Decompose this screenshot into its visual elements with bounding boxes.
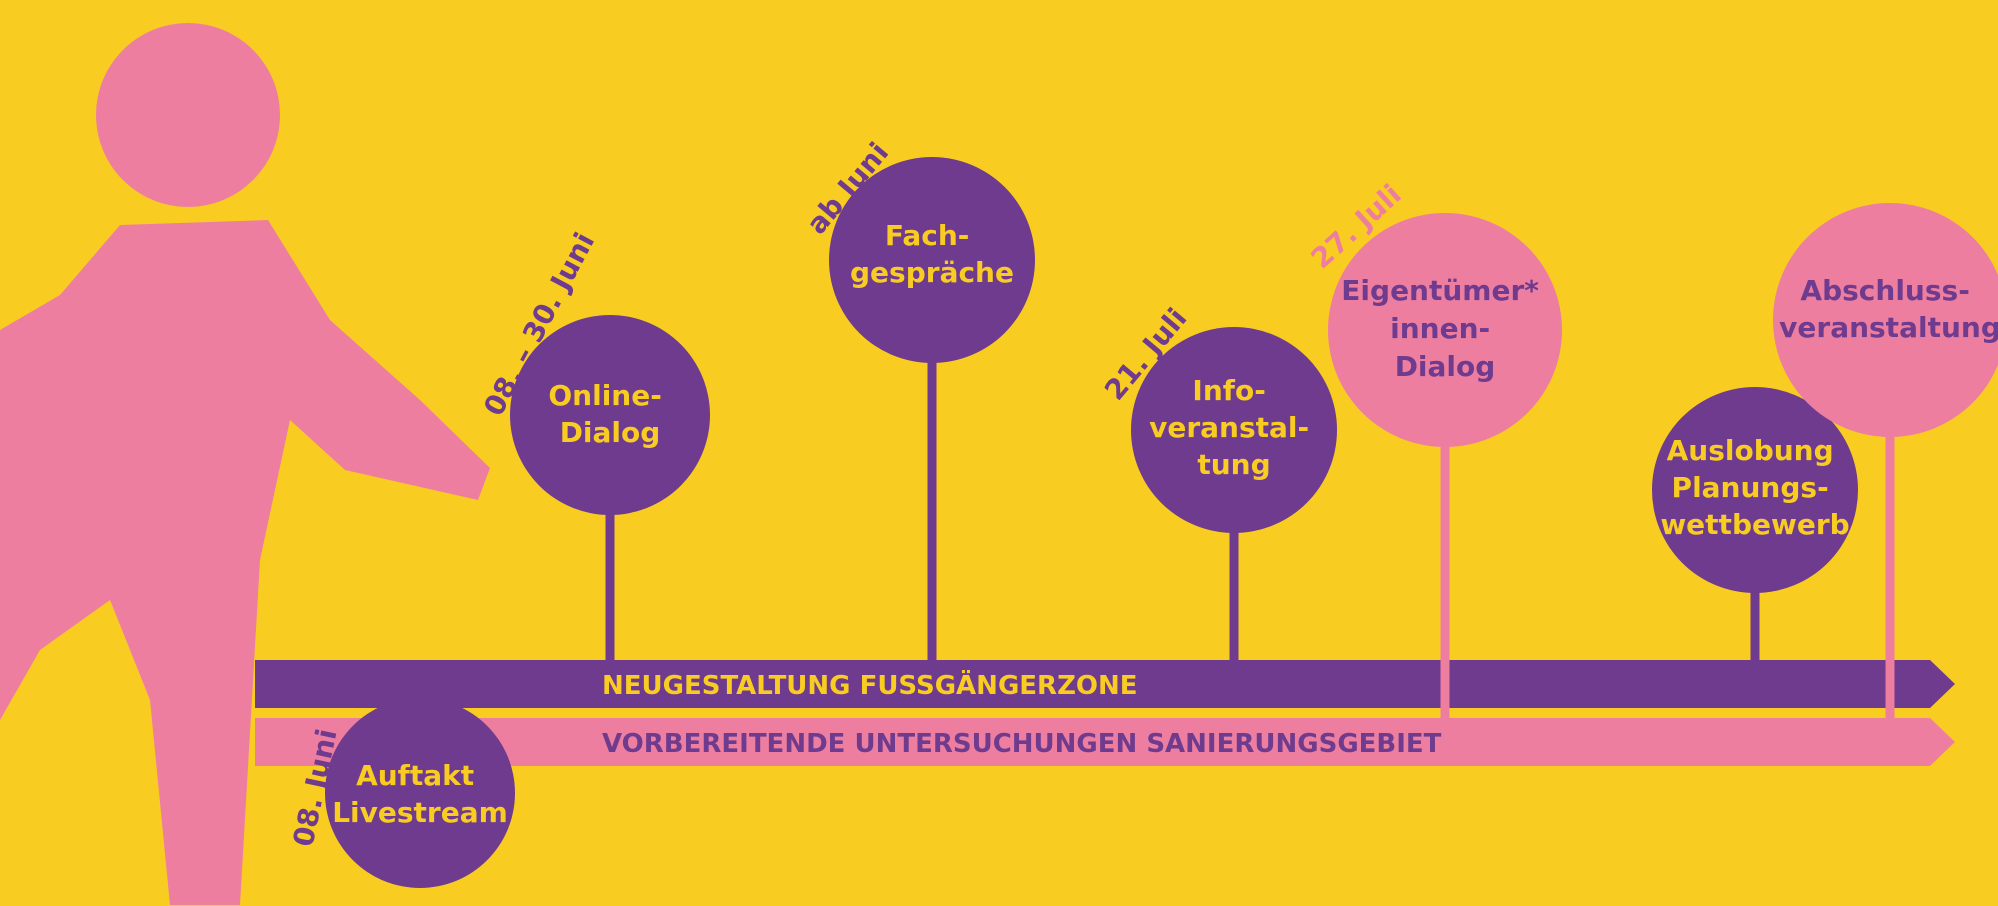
milestone-line: gespräche [850,256,1014,289]
milestone-line: wettbewerb [1660,508,1849,541]
track-main: NEUGESTALTUNG FUSSGÄNGERZONE [255,660,1955,708]
track-main-label: NEUGESTALTUNG FUSSGÄNGERZONE [602,669,1138,701]
milestone-line: Dialog [560,416,661,449]
milestone-line: innen- [1390,312,1490,345]
milestone-line: Auslobung [1667,434,1834,467]
track-secondary: VORBEREITENDE UNTERSUCHUNGEN SANIERUNGSG… [255,718,1955,766]
milestone-line: Fach- [885,219,970,252]
milestone-line: Auftakt [356,759,474,792]
milestone-infoveranstaltung: Info- veranstal- tung 21. Juli [1098,302,1337,533]
milestone-eigentuemer-label: Eigentümer* innen- Dialog [1341,274,1548,383]
milestone-fachgespraeche: Fach- gespräche ab Juni [800,136,1035,363]
milestone-eigentuemer-dialog: Eigentümer* innen- Dialog 27. Juli [1305,178,1562,447]
milestone-line: Info- [1192,374,1265,407]
milestone-line: Online- [548,379,661,412]
milestone-line: veranstaltung [1779,311,1998,344]
milestone-line: Livestream [332,796,508,829]
stems-pink [1440,400,1895,718]
milestone-online-dialog: Online- Dialog 08. – 30. Juni [477,227,710,515]
milestone-fachgespraeche-label: Fach- gespräche [850,219,1014,289]
milestone-line: Dialog [1395,350,1496,383]
milestone-auslobung-label: Auslobung Planungs- wettbewerb [1660,434,1849,541]
milestone-auftakt: Auftakt Livestream 08. Juni [287,698,515,888]
milestone-line: Eigentümer* [1341,274,1539,307]
milestone-auslobung: Auslobung Planungs- wettbewerb [1652,387,1858,593]
milestone-infoveranstaltung-label: Info- veranstal- tung [1149,374,1319,481]
milestone-abschluss: Abschluss- veranstaltung [1773,203,1998,437]
milestone-auftakt-label: Auftakt Livestream [332,759,508,829]
milestone-abschluss-label: Abschluss- veranstaltung [1779,274,1998,344]
milestone-line: tung [1197,448,1270,481]
milestone-line: veranstal- [1149,411,1309,444]
milestone-online-dialog-label: Online- Dialog [548,379,671,449]
track-secondary-label: VORBEREITENDE UNTERSUCHUNGEN SANIERUNGSG… [602,729,1442,759]
milestone-line: Abschluss- [1800,274,1969,307]
walking-person-icon [0,23,490,905]
milestone-line: Planungs- [1672,471,1829,504]
